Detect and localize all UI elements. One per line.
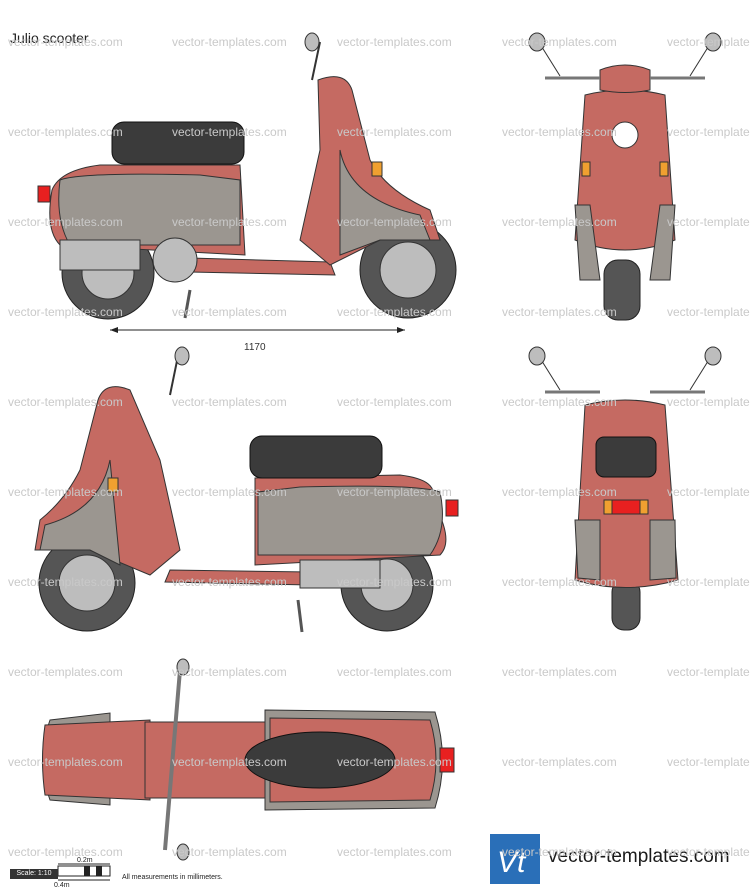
scale-label: Scale: 1:10 (10, 869, 58, 879)
logo-text: vector-templates.com (548, 846, 730, 867)
logo-mark-text: Vt (497, 846, 527, 879)
tail-light (37, 185, 51, 203)
scale-bar (57, 863, 111, 881)
headlight (611, 121, 639, 149)
front-view (528, 32, 722, 321)
logo-mark: Vt (490, 834, 540, 884)
side-view-right (37, 32, 457, 333)
engine (59, 239, 141, 271)
scale-mark-long: 0.4m (54, 882, 70, 889)
front-indicator (371, 161, 383, 177)
rear-view (528, 346, 722, 631)
side-panel (58, 173, 241, 246)
side-view-left (34, 346, 459, 633)
page-title: Julio scooter (10, 30, 89, 46)
dimension-length-label: 1170 (244, 342, 266, 353)
floorboard (189, 257, 336, 276)
measurement-note: All measurements in millimeters. (122, 874, 223, 881)
top-seat (244, 731, 396, 789)
scale-mark-short: 0.2m (77, 857, 93, 864)
top-view (42, 658, 455, 861)
seat (111, 121, 245, 165)
